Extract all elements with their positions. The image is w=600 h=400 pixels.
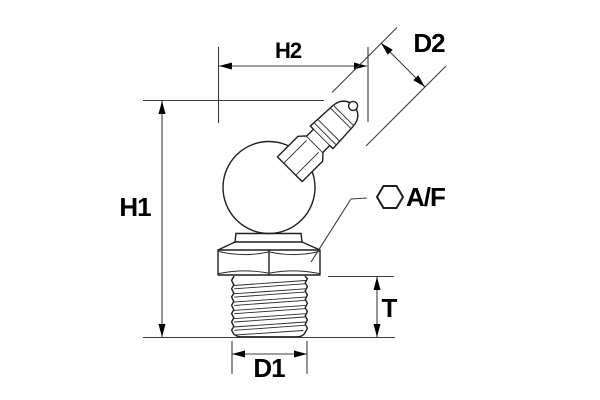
dim-label-h2: H2 <box>275 38 302 63</box>
nipple-detail-lines <box>283 104 355 176</box>
nipple-head <box>276 100 359 183</box>
dim-label-h1: H1 <box>119 192 151 222</box>
h2-arrow-left-icon <box>219 62 232 70</box>
thread-bottom <box>233 331 306 338</box>
dim-t: T <box>328 275 399 337</box>
collar <box>217 232 321 251</box>
threaded-stud <box>230 275 309 338</box>
af-leader-line <box>310 197 368 263</box>
dim-label-d2: D2 <box>413 28 445 58</box>
thread-crests <box>233 280 306 336</box>
d1-arrow-right-icon <box>294 350 307 358</box>
d2-arrow-upper-icon <box>381 43 393 55</box>
thread-left-edge <box>230 275 235 335</box>
h1-arrow-down-icon <box>158 324 166 337</box>
dim-h1: H1 <box>119 99 395 339</box>
t-arrow-down-icon <box>373 324 381 337</box>
d1-arrow-left-icon <box>232 350 245 358</box>
thread-right-edge <box>304 275 309 334</box>
tip-ball <box>347 100 359 112</box>
h1-arrow-up-icon <box>158 101 166 114</box>
d2-upper-extension-line <box>331 27 398 93</box>
dim-h2: H2 <box>217 38 369 123</box>
hexagon-icon <box>375 185 405 209</box>
af-callout: A/F <box>310 182 446 263</box>
dim-label-t: T <box>382 293 398 323</box>
grease-fitting-drawing <box>217 100 359 338</box>
d2-arrow-lower-icon <box>413 75 425 87</box>
dim-label-af: A/F <box>406 182 445 212</box>
dim-label-d1: D1 <box>253 353 285 383</box>
d2-lower-extension-line <box>365 65 447 147</box>
t-arrow-up-icon <box>373 277 381 290</box>
hex-chamfer-arcs <box>218 251 320 274</box>
dim-d1: D1 <box>231 341 308 383</box>
dim-d2: D2 <box>331 27 447 147</box>
hex-nut <box>217 249 321 276</box>
